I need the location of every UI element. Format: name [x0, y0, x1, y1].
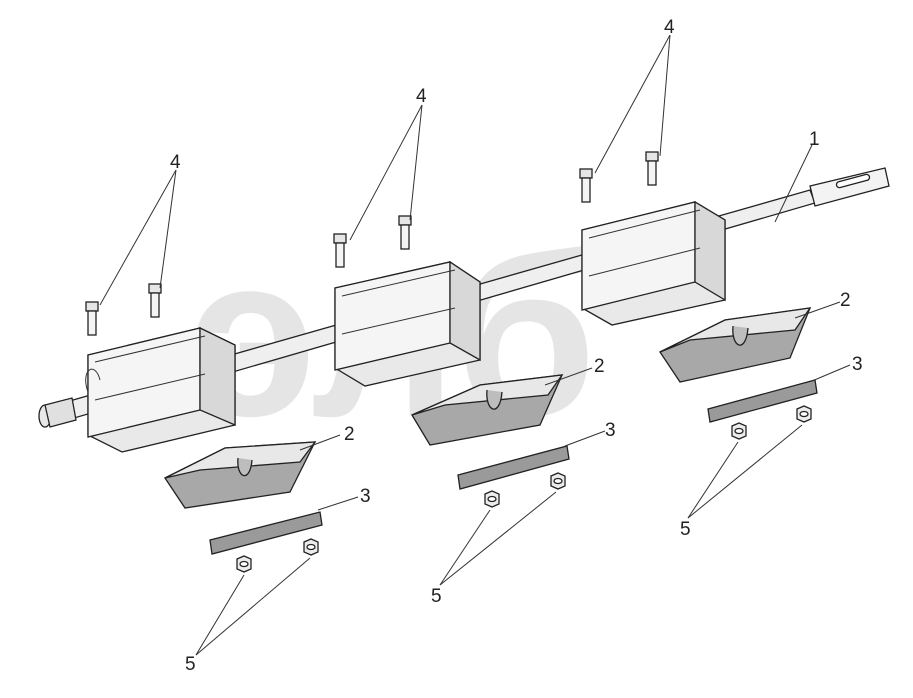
bolt — [398, 215, 412, 250]
clamp-plate-left — [209, 511, 323, 555]
callout-5-left: 5 — [185, 654, 196, 675]
bolt — [148, 283, 162, 318]
knife-left — [164, 441, 317, 509]
callout-2-left: 2 — [344, 424, 355, 445]
callout-2-middle: 2 — [594, 356, 605, 377]
nut — [731, 422, 747, 440]
nut — [550, 472, 566, 490]
callout-3-right: 3 — [852, 354, 863, 375]
callout-4-middle: 4 — [416, 86, 427, 107]
nut — [236, 555, 252, 573]
callout-5-right: 5 — [680, 519, 691, 540]
knife-middle — [411, 374, 564, 446]
callouts: 1 2 2 2 3 3 3 4 4 4 5 5 5 — [170, 17, 863, 675]
cutter-block-right — [581, 200, 726, 326]
nut — [484, 490, 500, 508]
bolt — [85, 301, 99, 336]
callout-4-right: 4 — [664, 17, 675, 38]
callout-3-left: 3 — [360, 486, 371, 507]
callout-1: 1 — [809, 129, 820, 150]
bolt — [645, 151, 659, 186]
knife-right — [659, 307, 812, 383]
bolt — [333, 233, 347, 268]
clamp-plate-right — [707, 379, 818, 423]
cutter-block-middle — [334, 260, 481, 387]
callout-3-middle: 3 — [605, 420, 616, 441]
clamp-plate-middle — [457, 445, 570, 490]
cutter-block-left — [85, 326, 236, 453]
callout-4-left: 4 — [170, 152, 181, 173]
callout-5-middle: 5 — [431, 586, 442, 607]
leader-lines — [99, 34, 851, 656]
nut — [303, 538, 319, 556]
bolt — [579, 168, 593, 203]
callout-2-right: 2 — [840, 290, 851, 311]
nut — [796, 405, 812, 423]
